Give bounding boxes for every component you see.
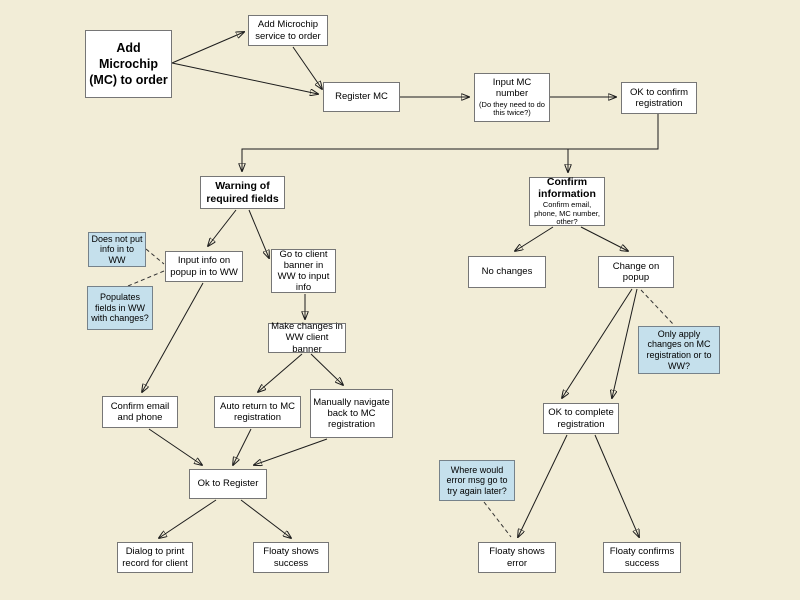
node-confirm-email-phone: Confirm email and phone [102,396,178,428]
node-go-to-client-banner: Go to client banner in WW to input info [271,249,336,293]
note-only-apply-changes: Only apply changes on MC registration or… [638,326,720,374]
node-label: Auto return to MC registration [220,400,295,423]
edge-start-to-add-service [171,32,244,64]
node-label: Register MC [335,91,388,103]
edge-confirm-info-to-no-changes [515,226,554,251]
node-floaty-confirms-success: Floaty confirms success [603,542,681,573]
edge-confirm-email-to-ok-register [148,428,202,465]
node-register-mc: Register MC [323,82,400,112]
node-label: Add Microchip (MC) to order [89,40,168,88]
edge-change-popup-to-ok-complete-left [562,288,633,398]
node-add-microchip-service: Add Microchip service to order [248,15,328,46]
edge-change-popup-to-ok-complete-right [612,288,638,398]
node-floaty-shows-error: Floaty shows error [478,542,556,573]
node-label: Warning of required fields [206,180,279,205]
node-label: Add Microchip service to order [255,19,321,42]
node-label: Go to client banner in WW to input info [277,248,330,294]
node-label: OK to confirm registration [629,86,689,109]
node-label: Confirm email and phone [110,400,170,423]
node-label: Floaty confirms success [609,546,675,569]
edge-note-does-not-put [145,248,165,265]
edge-ok-register-to-dialog-print [159,499,217,538]
node-make-changes-banner: Make changes in WW client banner [268,321,346,355]
node-label: Ok to Register [197,478,259,490]
edge-ok-complete-to-floaty-error [518,434,568,537]
node-ok-complete-registration: OK to complete registration [543,403,619,434]
node-label: Change on popup [612,260,660,283]
node-ok-to-register: Ok to Register [189,469,267,499]
node-label: Dialog to print record for client [122,546,188,569]
node-label: Input info on popup in to WW [170,255,238,278]
note-where-error-msg: Where would error msg go to try again la… [439,460,515,501]
node-label: Input MC number [492,77,532,100]
edge-confirm-info-to-change-popup [580,226,628,251]
node-label: Floaty shows error [489,546,545,569]
node-label: OK to complete registration [548,407,614,430]
note-label: Does not put info in to WW [91,233,143,265]
node-floaty-shows-success: Floaty shows success [253,542,329,573]
node-input-mc-number: Input MC number (Do they need to do this… [474,73,550,122]
node-dialog-print: Dialog to print record for client [117,542,193,573]
node-label: Confirm information [538,176,596,201]
edge-note-populates [127,270,165,287]
edge-change-popup-to-note-only-apply [640,289,674,325]
node-sublabel: Confirm email, phone, MC number, other? [534,200,600,227]
node-label: No changes [481,266,533,278]
node-label: Floaty shows success [263,546,319,569]
node-change-on-popup: Change on popup [598,256,674,288]
edge-add-service-to-register-mc [292,46,322,89]
edge-start-to-register-mc [171,62,318,94]
note-label: Only apply changes on MC registration or… [646,328,712,371]
node-label: Make changes in WW client banner [271,321,343,355]
edge-ok-register-to-floaty-success [240,499,291,538]
node-manual-navigate: Manually navigate back to MC registratio… [310,389,393,438]
note-does-not-put-info: Does not put info in to WW [88,232,146,267]
node-ok-confirm-registration: OK to confirm registration [621,82,697,114]
node-auto-return: Auto return to MC registration [214,396,301,428]
node-label: Manually navigate back to MC registratio… [313,396,390,431]
node-sublabel: (Do they need to do this twice?) [479,99,545,118]
note-label: Where would error msg go to try again la… [446,464,508,496]
node-add-microchip-to-order: Add Microchip (MC) to order [85,30,172,98]
node-input-info-popup: Input info on popup in to WW [165,251,243,282]
edge-ok-complete-to-floaty-confirms [594,434,639,537]
edge-note-error-msg-to-floaty-error [483,501,512,538]
edge-warning-to-input-info [208,209,237,246]
note-label: Populates fields in WW with changes? [91,292,149,324]
edge-warning-to-go-client [248,209,269,258]
note-populates-fields: Populates fields in WW with changes? [87,286,153,330]
edge-make-changes-to-manual [310,353,343,385]
edge-ok-confirm-to-warning [242,114,659,171]
edge-auto-return-to-ok-register [233,428,252,465]
edge-make-changes-to-auto-return [258,353,303,392]
node-warning-required-fields: Warning of required fields [200,176,285,209]
edge-manual-to-ok-register [254,438,328,465]
node-no-changes: No changes [468,256,546,288]
node-confirm-information: Confirm information Confirm email, phone… [529,176,605,227]
